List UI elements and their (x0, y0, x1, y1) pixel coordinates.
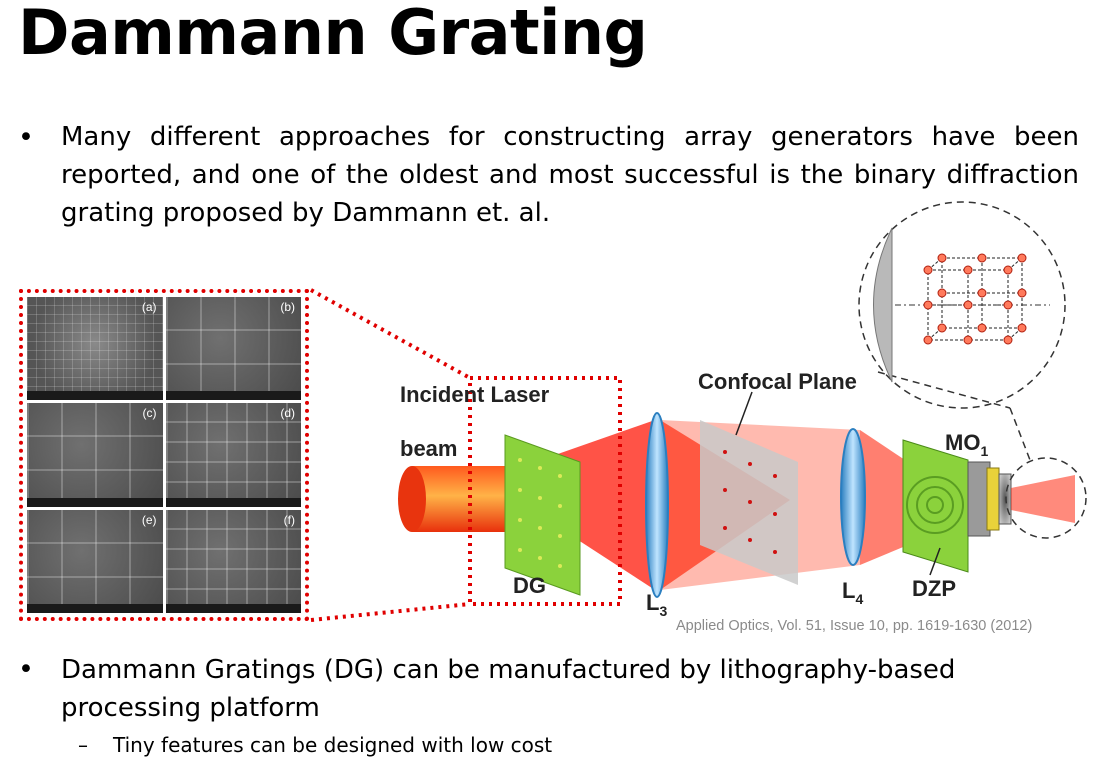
sem-panel: (d) (165, 403, 301, 507)
sem-image-grid: (a) (b) (c) (d) (e) (f) (27, 297, 301, 613)
incident-beam (398, 466, 426, 532)
zoom-connector (1009, 407, 1031, 461)
dzp-plate (902, 439, 969, 573)
zoom-connector (877, 371, 1011, 409)
sem-panel: (c) (27, 403, 163, 507)
dammann-grating-plate (504, 434, 581, 596)
incident-beam (412, 466, 550, 532)
l3-label: L3 (646, 590, 667, 619)
lattice-3d-icon (927, 257, 1023, 341)
sem-panel: (f) (165, 509, 301, 613)
sem-info-bar (165, 497, 301, 507)
figure-citation: Applied Optics, Vol. 51, Issue 10, pp. 1… (676, 618, 1033, 634)
sem-panel-label: (a) (141, 300, 157, 314)
laser-relay (660, 420, 860, 590)
confocal-plane-label: Confocal Plane (698, 369, 857, 394)
zoom-connector-line (310, 288, 471, 380)
sem-image-frame: (a) (b) (c) (d) (e) (f) (19, 289, 309, 621)
laser-focus (660, 420, 790, 590)
mo1-label: MO1 (945, 430, 988, 459)
sem-info-bar (165, 604, 301, 613)
bullet-marker: • (18, 122, 34, 153)
lens-surface-icon (873, 227, 893, 383)
sem-info-bar (27, 391, 163, 401)
lens-l3 (645, 412, 669, 598)
sem-panel: (e) (27, 509, 163, 613)
sem-panel-label: (c) (142, 406, 157, 421)
l4-label: L4 (842, 578, 863, 607)
objective-mo1 (998, 473, 1012, 525)
sem-panel: (b) (165, 297, 301, 401)
bullet-text: Many different approaches for constructi… (61, 122, 1079, 228)
dg-label: DG (513, 573, 546, 598)
beam-label: beam (400, 436, 457, 461)
sem-panel-label: (b) (280, 300, 295, 314)
dg-highlight-box (468, 376, 622, 606)
dzp-pointer (929, 547, 941, 576)
bullet-text: Dammann Gratings (DG) can be manufacture… (61, 655, 956, 723)
zoom-connector-line (310, 602, 471, 622)
sub-bullet-marker: – (78, 733, 88, 757)
incident-beam (542, 466, 558, 532)
sem-info-bar (27, 497, 163, 507)
lattice-spots (923, 253, 1027, 345)
lens-l4 (840, 428, 866, 566)
sem-panel: (a) (27, 297, 163, 401)
sem-info-bar (27, 604, 163, 613)
confocal-plane (700, 420, 798, 585)
dzp-label: DZP (912, 576, 956, 601)
sem-panel-label: (d) (280, 406, 295, 421)
sem-panel-label: (f) (283, 512, 295, 527)
laser-cone (555, 420, 655, 590)
sub-bullet-text: Tiny features can be designed with low c… (113, 733, 553, 757)
objective-mo1 (967, 461, 991, 537)
sem-info-bar (165, 391, 301, 401)
lattice-zoom-circle (858, 201, 1066, 409)
slide-title: Dammann Grating (18, 0, 648, 69)
objective-mo1 (986, 467, 1000, 531)
sem-panel-label: (e) (141, 512, 157, 527)
confocal-pointer (735, 391, 753, 436)
bullet-marker: • (18, 654, 34, 685)
laser-relay (860, 430, 920, 565)
output-beam (1011, 475, 1075, 523)
incident-laser-label: Incident Laser (400, 382, 550, 407)
focus-zoom-circle (1005, 457, 1087, 539)
